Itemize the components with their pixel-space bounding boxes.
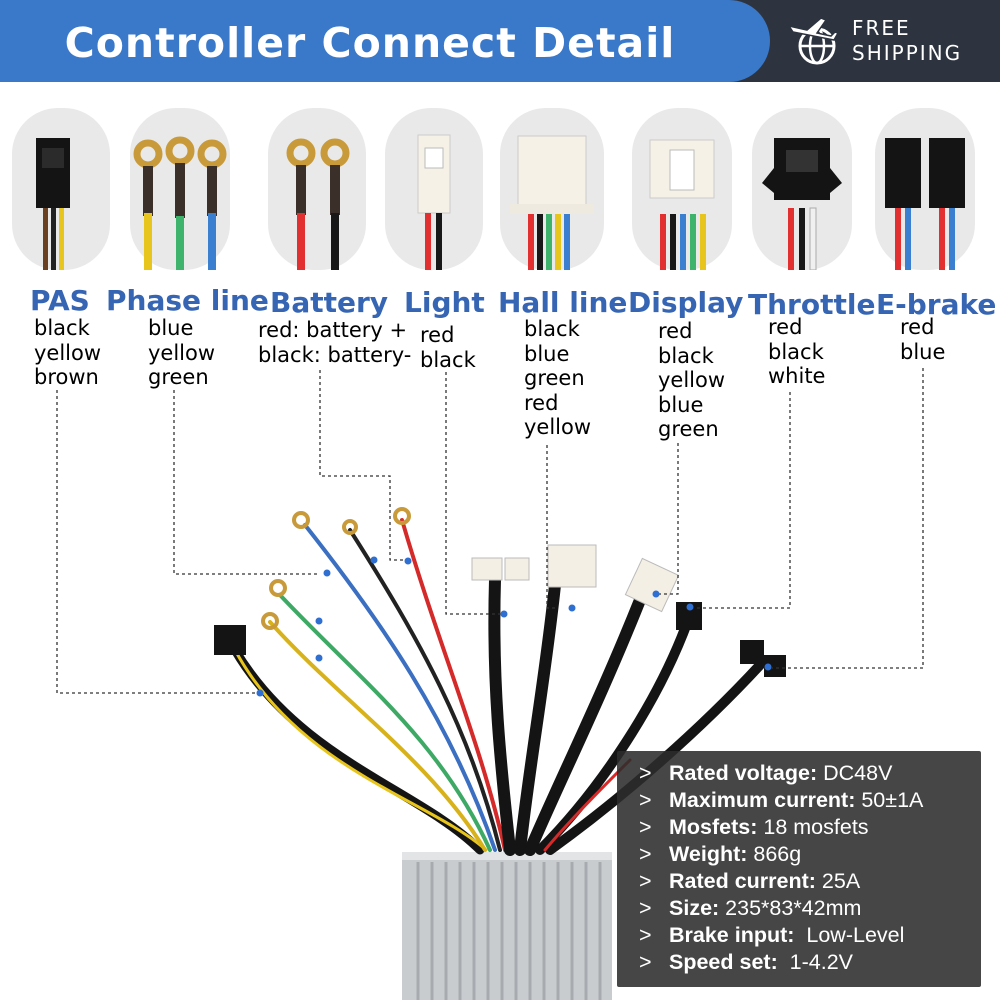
spec-row-mosfets: >Mosfets: 18 mosfets [639, 815, 869, 839]
free-shipping-badge: FREE SHIPPING [852, 16, 962, 66]
phase-line-wire-list: blue yellow green [148, 316, 215, 390]
e-brake-wire-list: red blue [900, 315, 945, 364]
spec-row-rated-voltage: >Rated voltage: DC48V [639, 761, 893, 785]
throttle-label: Throttle [748, 288, 876, 321]
e-brake-label: E-brake [876, 288, 997, 321]
pas-connector-image [12, 108, 110, 270]
chevron-right-icon: > [639, 815, 652, 839]
spec-row-weight: >Weight: 866g [639, 842, 802, 866]
phase-line-connector-image [130, 108, 230, 270]
chevron-right-icon: > [639, 896, 652, 920]
wire-color: red: battery + [258, 318, 408, 342]
pas-wire-list: black yellow brown [34, 316, 101, 390]
wire-color: red [658, 319, 693, 343]
wire-color: red [524, 390, 559, 415]
wire-color: red [420, 323, 455, 347]
chevron-right-icon: > [639, 788, 652, 812]
specifications-panel: >Rated voltage: DC48V >Maximum current: … [617, 751, 981, 987]
wire-color: yellow [34, 340, 102, 365]
wire-color: yellow [148, 340, 216, 365]
shipping-line-1: FREE [852, 16, 911, 40]
wire-color: brown [34, 365, 99, 389]
light-connector-image [385, 108, 483, 270]
wire-color: black [34, 316, 90, 340]
wire-color: red [900, 315, 935, 339]
phase-line-label: Phase line [106, 284, 269, 317]
shipping-line-2: SHIPPING [852, 41, 963, 65]
light-label: Light [404, 286, 485, 319]
chevron-right-icon: > [639, 950, 652, 974]
wire-color: blue [900, 339, 946, 364]
airplane-globe-icon [787, 17, 840, 65]
wire-color: green [658, 417, 719, 441]
spec-row-maximum-current: >Maximum current: 50±1A [639, 788, 924, 812]
pas-label: PAS [30, 284, 90, 317]
header-banner: Controller Connect Detail FREE SHIPPING [0, 0, 1000, 82]
chevron-right-icon: > [639, 869, 652, 893]
e-brake-connector-image [875, 108, 975, 270]
hall-line-wire-list: black blue green red yellow [524, 317, 591, 440]
battery-wire-list: red: battery + black: battery- [258, 318, 411, 367]
wire-color: black [420, 347, 476, 372]
display-connector-image [632, 108, 732, 270]
page-title: Controller Connect Detail [64, 19, 676, 67]
throttle-connector-image [752, 108, 852, 271]
wire-color: yellow [524, 415, 592, 439]
throttle-wire-list: red black white [768, 315, 825, 389]
chevron-right-icon: > [639, 761, 652, 785]
controller-body [402, 852, 612, 1000]
wire-color: black: battery- [258, 342, 412, 367]
display-label: Display [628, 286, 744, 319]
wire-color: blue [658, 392, 704, 417]
wire-color: black [524, 317, 580, 341]
display-wire-list: red black yellow blue green [658, 319, 725, 442]
wire-color: black [658, 343, 714, 368]
hall-line-connector-image [500, 108, 604, 270]
light-wire-list: red black [420, 323, 476, 372]
spec-row-size: >Size: 235*83*42mm [639, 896, 862, 920]
wire-color: green [148, 365, 209, 389]
title-ribbon [0, 0, 770, 82]
wire-color: green [524, 366, 585, 390]
wire-color: red [768, 315, 803, 339]
wire-color: yellow [658, 368, 726, 392]
battery-label: Battery [270, 286, 389, 319]
spec-row-brake-input: >Brake input: Low-Level [639, 923, 905, 947]
chevron-right-icon: > [639, 842, 652, 866]
spec-row-rated-current: >Rated current: 25A [639, 869, 861, 893]
spec-row-speed-set: >Speed set: 1-4.2V [639, 950, 854, 974]
wire-color: white [768, 364, 826, 388]
wire-color: black [768, 339, 824, 364]
wire-color: blue [148, 316, 194, 340]
wire-color: blue [524, 341, 570, 366]
hall-line-label: Hall line [498, 286, 628, 319]
chevron-right-icon: > [639, 923, 652, 947]
battery-connector-image [268, 108, 366, 270]
